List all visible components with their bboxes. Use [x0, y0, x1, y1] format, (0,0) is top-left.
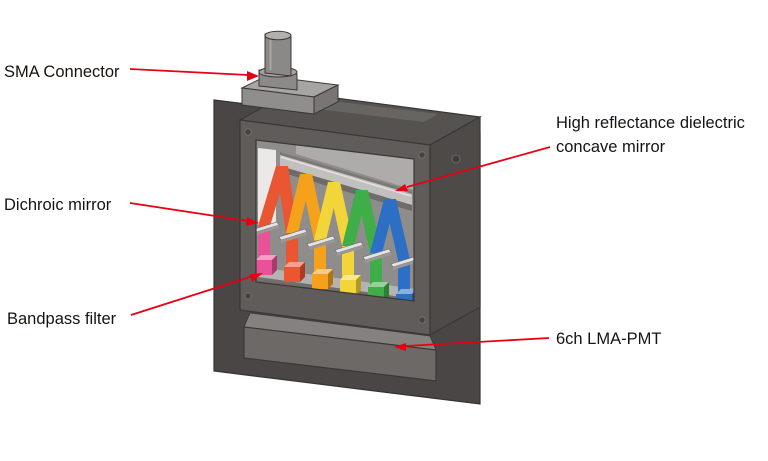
filter-front [340, 280, 356, 295]
filter-top [284, 262, 305, 267]
filter-right [328, 269, 333, 289]
beam-stub-0 [258, 226, 270, 262]
sma-connector-graphic [240, 30, 340, 115]
filter-front [284, 267, 300, 282]
dichroic-arrow-head [246, 217, 259, 226]
filter-top [368, 282, 389, 287]
frame-screw [244, 292, 252, 300]
filter-top-highlight [256, 255, 277, 260]
label-bandpass-filter: Bandpass filter [7, 310, 117, 328]
bandpass-arrow-head [250, 273, 263, 282]
bandpass-arrow-line [130, 275, 254, 316]
interior [250, 140, 420, 309]
beam-zigzag [258, 166, 410, 260]
dichroic-arrow-line [129, 202, 249, 222]
pmt-arrow-line [405, 337, 550, 347]
filter-top [340, 275, 361, 280]
dichroic-plate-edge [281, 232, 307, 243]
label-pmt: 6ch LMA-PMT [556, 330, 662, 348]
bandpass-filter-cube [340, 275, 361, 295]
filter-top-highlight [284, 262, 305, 267]
filter-right-shade [356, 275, 361, 295]
filter-right-shade [272, 255, 277, 275]
dichroic-plate-edge [393, 259, 419, 270]
frame-panel [239, 119, 431, 336]
label-sma-connector: SMA Connector [4, 63, 120, 81]
pmt-arrow-head [394, 343, 406, 351]
mirror-top-edge [280, 152, 412, 194]
front-frame [239, 119, 431, 336]
dichroic-plate-edge [337, 245, 363, 256]
pmt-graphic [243, 312, 437, 382]
pmt-front [243, 326, 437, 382]
beam-stubs [258, 226, 410, 296]
mirror-glint [280, 156, 412, 197]
connector-base-front [241, 87, 315, 115]
frame-screw [418, 151, 426, 159]
interior-ceiling [296, 141, 414, 190]
mirror-under-edge [280, 166, 412, 211]
filter-right [300, 262, 305, 282]
side-screw-hole [451, 154, 461, 164]
filter-top-highlight [368, 282, 389, 287]
filter-top-highlight [340, 275, 361, 280]
sma-arrow-line [129, 68, 249, 76]
filter-right [356, 275, 361, 295]
right-face [429, 115, 481, 337]
label-dichroic-mirror: Dichroic mirror [4, 196, 112, 214]
dichroic-plate-edge [365, 252, 391, 263]
dichroic-plate-edge [253, 225, 279, 236]
filter-top-highlight [312, 269, 333, 274]
filter-right [272, 255, 277, 275]
filter-right-shade [300, 262, 305, 282]
label-concave-mirror: High reflectance dielectric concave mirr… [556, 114, 745, 156]
bandpass-filter-cube [284, 262, 305, 282]
filter-right-shade [328, 269, 333, 289]
filter-top [256, 255, 277, 260]
bandpass-filter-cube [312, 269, 333, 289]
concave-mirror-arrow-line [406, 146, 551, 188]
beam-stub-1 [286, 233, 298, 269]
connector-cylinder [264, 33, 292, 77]
bandpass-filter-cube [256, 255, 277, 275]
frame-screw [244, 128, 252, 136]
frame-screw [418, 316, 426, 324]
dichroic-mirror-row [250, 221, 420, 270]
annotation-arrows [129, 68, 551, 351]
beam-stub-4 [370, 253, 382, 289]
beam-stub-3 [342, 246, 354, 282]
beam-stub-2 [314, 240, 326, 276]
dichroic-plate-edge [309, 239, 335, 250]
beam-stub-5 [398, 260, 410, 296]
sma-arrow-head [247, 71, 259, 81]
concave-mirror-graphic [280, 152, 412, 211]
beam-fall-5 [384, 199, 410, 260]
mirror-face [280, 155, 412, 205]
filter-top-highlight [396, 289, 417, 294]
connector-cylinder-top [264, 30, 292, 41]
filter-top [312, 269, 333, 274]
filter-front [312, 274, 328, 289]
filter-front [256, 260, 272, 275]
concave-mirror-arrow-head [395, 184, 408, 191]
top-face-chamfer [302, 99, 438, 122]
filter-top [396, 289, 417, 294]
